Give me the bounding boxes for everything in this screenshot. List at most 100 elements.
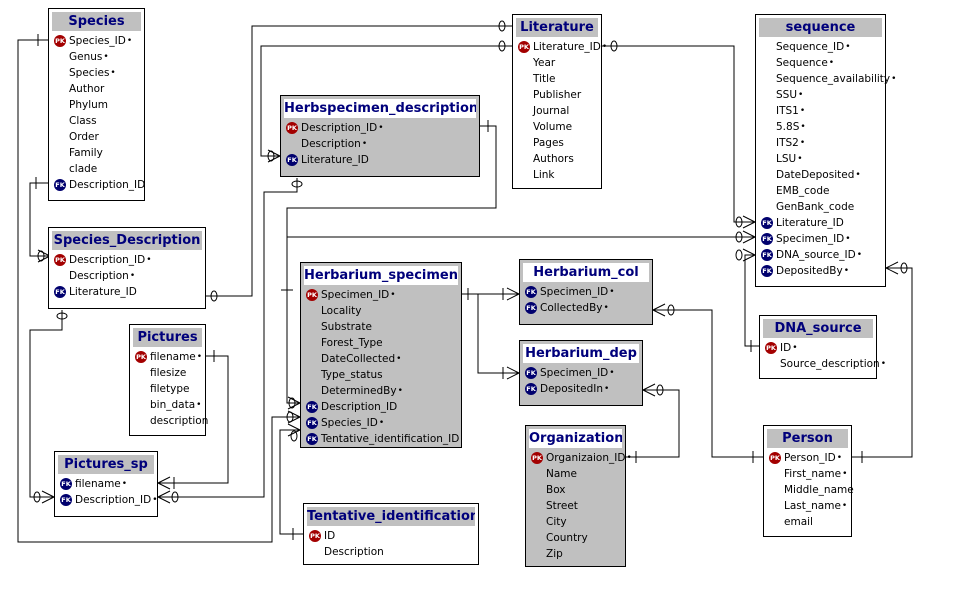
field-name: SSU	[776, 89, 798, 101]
required-marker-icon: •	[103, 52, 109, 62]
field-name: Pages	[533, 137, 564, 149]
relationship-species-description-to-pictures-sp	[29, 310, 68, 504]
field-name: DepositedIn	[540, 383, 604, 395]
required-marker-icon: •	[152, 495, 158, 505]
field-name: Name	[546, 468, 577, 480]
field-name: Description_ID	[301, 122, 378, 134]
field-name: filename	[75, 478, 121, 490]
field-name: Specimen_ID	[776, 233, 845, 245]
field-name: Description	[324, 546, 384, 558]
field-name: Authors	[533, 153, 574, 165]
field-row: Journal	[513, 103, 601, 119]
relationship-organization-to-herbarium-dep	[626, 383, 680, 463]
field-name: filetype	[150, 383, 190, 395]
field-name: Species	[69, 67, 110, 79]
field-row: Phylum	[49, 97, 144, 113]
required-marker-icon: •	[129, 271, 136, 281]
entity-title: Species	[52, 12, 141, 31]
field-name: Title	[533, 73, 556, 85]
field-row: email	[764, 514, 851, 530]
field-name: Sequence_ID	[776, 41, 845, 53]
field-name: Middle_name	[784, 484, 854, 496]
required-marker-icon: •	[196, 400, 202, 410]
required-marker-icon: •	[800, 122, 806, 132]
fk-key-icon: FK	[306, 401, 318, 413]
field-row: Zip	[526, 546, 625, 562]
relationship-person-to-sequence	[852, 261, 913, 463]
relationship-herbspecimen-description-to-pictures-sp	[157, 178, 303, 504]
required-marker-icon: •	[397, 386, 403, 396]
field-row: DateDeposited•	[756, 167, 885, 183]
required-marker-icon: •	[390, 290, 396, 300]
field-name: Species_ID	[321, 417, 378, 429]
relationship-tentative-identification-to-herbarium-specimen	[279, 423, 303, 540]
fk-key-icon: FK	[761, 249, 773, 261]
field-name: ID	[780, 342, 792, 354]
field-row: Middle_name	[764, 482, 854, 498]
field-name: DeterminedBy	[321, 385, 397, 397]
entity-title: Person	[767, 429, 848, 448]
required-marker-icon: •	[361, 139, 368, 149]
relationship-herbarium-specimen-to-herbarium-dep	[477, 294, 520, 380]
field-row: Class	[49, 113, 144, 129]
field-name: Description_ID	[321, 401, 398, 413]
field-name: Sequence_availability	[776, 73, 891, 85]
field-row: filetype	[130, 381, 205, 397]
relationship-dna-source-to-sequence	[735, 248, 759, 352]
field-row: Title	[513, 71, 601, 87]
field-name: description	[150, 415, 209, 427]
required-marker-icon: •	[855, 170, 861, 180]
field-row: Forest_Type	[301, 335, 461, 351]
field-name: ITS1	[776, 105, 799, 117]
field-name: Specimen_ID	[540, 286, 609, 298]
field-row: Description	[304, 544, 478, 560]
pk-key-icon: PK	[531, 452, 543, 464]
field-name: Forest_Type	[321, 337, 383, 349]
field-row: Year	[513, 55, 601, 71]
pk-key-icon: PK	[518, 41, 530, 53]
pk-key-icon: PK	[286, 122, 298, 134]
field-row: DeterminedBy•	[301, 383, 461, 399]
field-name: Author	[69, 83, 105, 95]
fk-key-icon: FK	[54, 286, 66, 298]
required-marker-icon: •	[880, 359, 887, 369]
required-marker-icon: •	[378, 418, 385, 428]
required-marker-icon: •	[126, 36, 133, 46]
field-name: Order	[69, 131, 99, 143]
required-marker-icon: •	[609, 368, 615, 378]
field-row: 5.8S•	[756, 119, 885, 135]
field-row: First_name•	[764, 466, 851, 482]
field-name: Country	[546, 532, 588, 544]
field-row: Pages	[513, 135, 601, 151]
pk-key-icon: PK	[769, 452, 781, 464]
field-name: ITS2	[776, 137, 799, 149]
field-name: Volume	[533, 121, 573, 133]
